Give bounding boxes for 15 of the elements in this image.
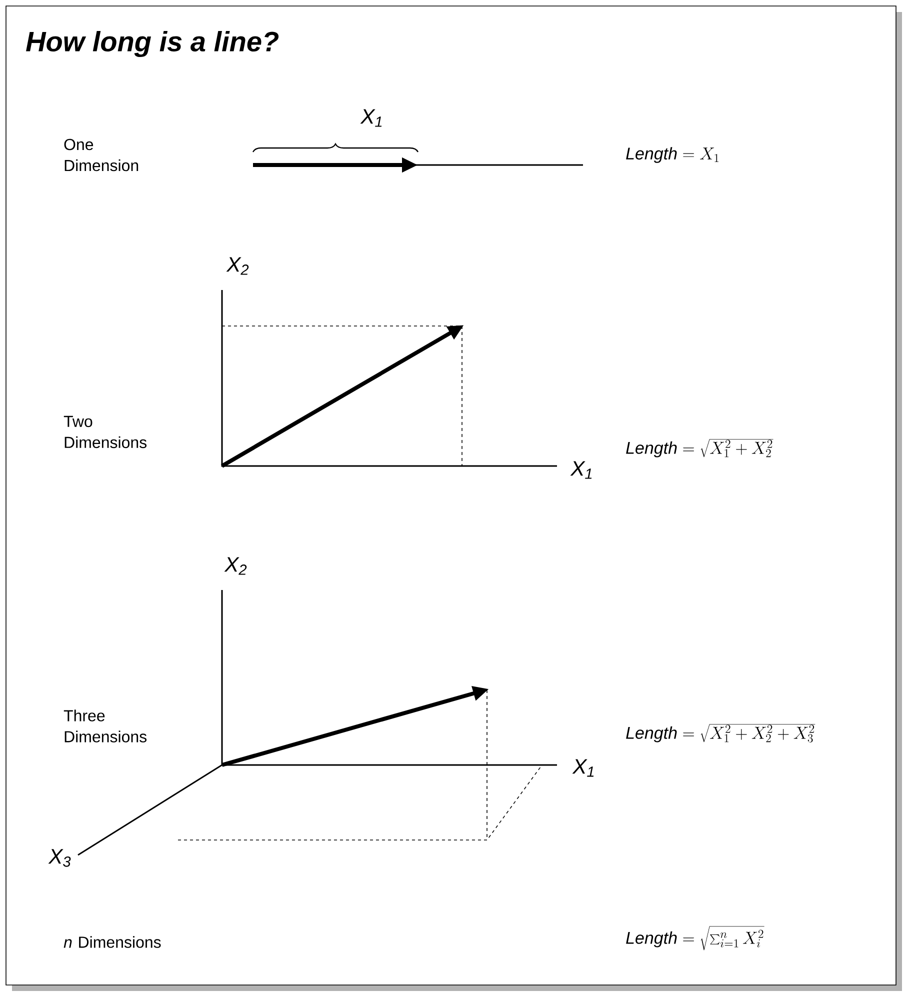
length-formula: $\mathit{Length} = \sqrt{X_1^2 + X_2^2 + X_3^2}$ bbox=[626, 724, 816, 742]
axis-label: X$_{2}$ bbox=[224, 557, 247, 575]
dimension-label: Two Dimensions bbox=[64, 416, 147, 448]
dimension-label: Three Dimensions bbox=[64, 710, 147, 742]
length-formula: $\mathit{Length} = \sqrt{\sum_{i=1}^{n} X_i^2}$ bbox=[626, 926, 764, 950]
dimension-label: n Dimensions bbox=[64, 936, 161, 948]
axis-label: X$_{1}$ bbox=[570, 461, 592, 479]
dimension-label: One Dimension bbox=[64, 138, 138, 172]
axis-label: X$_{1}$ bbox=[572, 759, 594, 777]
length-formula: $\mathit{Length} = X_1$ bbox=[626, 147, 719, 163]
axis-label: X$_{2}$ bbox=[226, 257, 249, 275]
axis-label: X$_{1}$ bbox=[360, 109, 382, 127]
axis-label: X$_{3}$ bbox=[48, 849, 71, 867]
title: How long is a line? bbox=[26, 30, 279, 58]
length-formula: $\mathit{Length} = \sqrt{X_1^2 + X_2^2}$ bbox=[626, 439, 774, 458]
